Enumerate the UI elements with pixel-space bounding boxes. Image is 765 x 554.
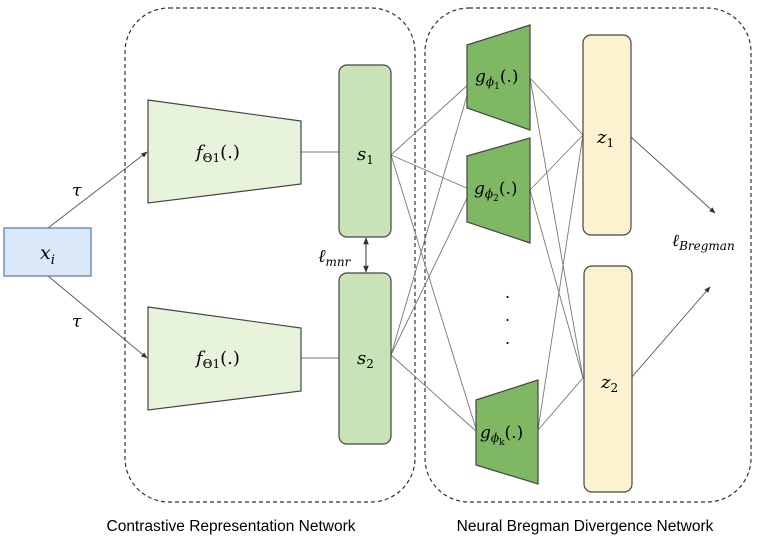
edge-s1-g2 (390, 154, 472, 191)
contrastive-network-container (124, 7, 416, 503)
edge-gk-z2 (537, 377, 584, 431)
embedding-s1-node (338, 64, 392, 238)
embedding-s2-label: s2 (357, 348, 374, 371)
bregman-net-g2-label: gϕ2(.) (474, 179, 517, 204)
edge-gk-z1 (537, 134, 584, 431)
caption-bregman-network: Neural Bregman Divergence Network (457, 518, 714, 535)
output-z1-node (582, 34, 632, 236)
edge-z1-loss (630, 136, 716, 214)
edge-g2-z1 (529, 134, 584, 191)
bregman-net-g1 (466, 24, 531, 131)
bregman-network-container (424, 7, 752, 503)
edge-s2-g2 (390, 189, 472, 356)
edge-s1-g1 (390, 81, 472, 156)
output-z1-label: z1 (596, 127, 614, 150)
caption-contrastive-network: Contrastive Representation Network (107, 518, 356, 535)
ellipsis-dot-3: . (505, 329, 510, 348)
edge-g2-z2 (529, 189, 584, 379)
edge-input-encoder2 (47, 275, 148, 359)
bregman-net-gk-label: gϕk(.) (480, 423, 523, 448)
edge-s2-gk (390, 354, 478, 433)
bregman-net-g1-label: gϕ1(.) (475, 67, 518, 92)
bregman-net-gk (475, 379, 539, 485)
edge-input-encoder1 (47, 151, 148, 229)
tau-label-top: τ (72, 181, 82, 201)
embedding-s1-label: s1 (357, 144, 374, 167)
ellipsis-dot-1: . (505, 283, 510, 302)
encoder-bottom-trapezoid (147, 306, 302, 411)
input-label: xi (40, 242, 55, 268)
edge-s1-gk (390, 154, 478, 433)
ellipsis-dot-2: . (505, 306, 510, 325)
embedding-s2-node (338, 272, 392, 445)
bregman-net-g2 (466, 137, 531, 244)
encoder-top-trapezoid (147, 99, 302, 204)
mnr-loss-label: ℓmnr (318, 246, 352, 269)
connection-lines (47, 77, 716, 433)
edge-s2-g1 (390, 81, 472, 356)
output-z2-node (583, 265, 633, 493)
input-node (3, 227, 92, 277)
edge-z2-loss (630, 286, 711, 379)
bregman-loss-label: ℓBregman (672, 231, 735, 253)
edge-g1-z1 (529, 77, 584, 136)
edge-g1-z2 (529, 77, 584, 379)
output-z2-label: z2 (600, 372, 618, 395)
tau-label-bottom: τ (72, 312, 82, 332)
